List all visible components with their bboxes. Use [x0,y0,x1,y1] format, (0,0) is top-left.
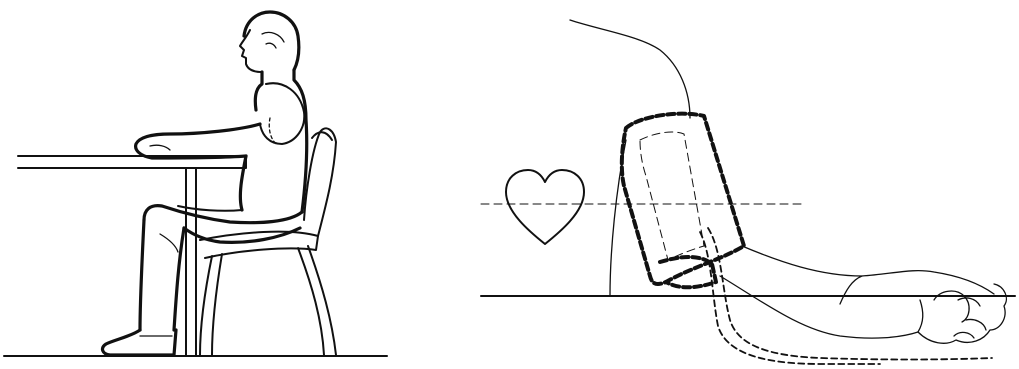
person-ear [261,31,285,49]
heart-icon [505,169,585,245]
forearm-top [741,245,995,295]
person-shin-front [138,218,146,332]
seated-posture-panel [3,10,388,357]
chair-rear-leg [297,245,337,356]
person-hair [242,10,301,72]
fingers [953,297,987,339]
cuff-placement-panel [480,19,1016,365]
person-shin-back [172,226,186,332]
wrist [917,299,924,333]
person-thigh-bottom [182,226,302,244]
table-leg [185,167,197,357]
chair-back-top [311,131,333,141]
cuff-lower-band [658,255,718,290]
cuff-outer [619,111,746,286]
chair [199,127,337,356]
person-hand [149,144,171,151]
person-forearm [134,122,262,160]
hand-outline [917,283,1008,344]
thumb [933,290,970,323]
elbow-line [839,275,863,305]
shoulder-outline [569,19,691,119]
hand [917,283,1008,344]
person-neck [253,70,264,112]
sleeve-edge [268,117,277,145]
person-torso-front [238,154,248,212]
person-back [292,68,309,214]
cuff-tube-inner [699,231,881,365]
person-shoe [100,328,178,357]
person-waist [177,205,243,212]
chair-back [303,127,337,237]
chair-seat [199,230,319,259]
person-knee-fold [159,233,179,253]
person-thigh-top [142,204,304,225]
seated-person [100,10,309,357]
chair-front-leg [199,253,223,356]
cuff-bladder [639,131,705,261]
cuff-tube-outer [707,227,993,361]
person-upper-arm [259,82,306,145]
person-face [239,29,263,73]
forearm-bottom [719,275,919,339]
